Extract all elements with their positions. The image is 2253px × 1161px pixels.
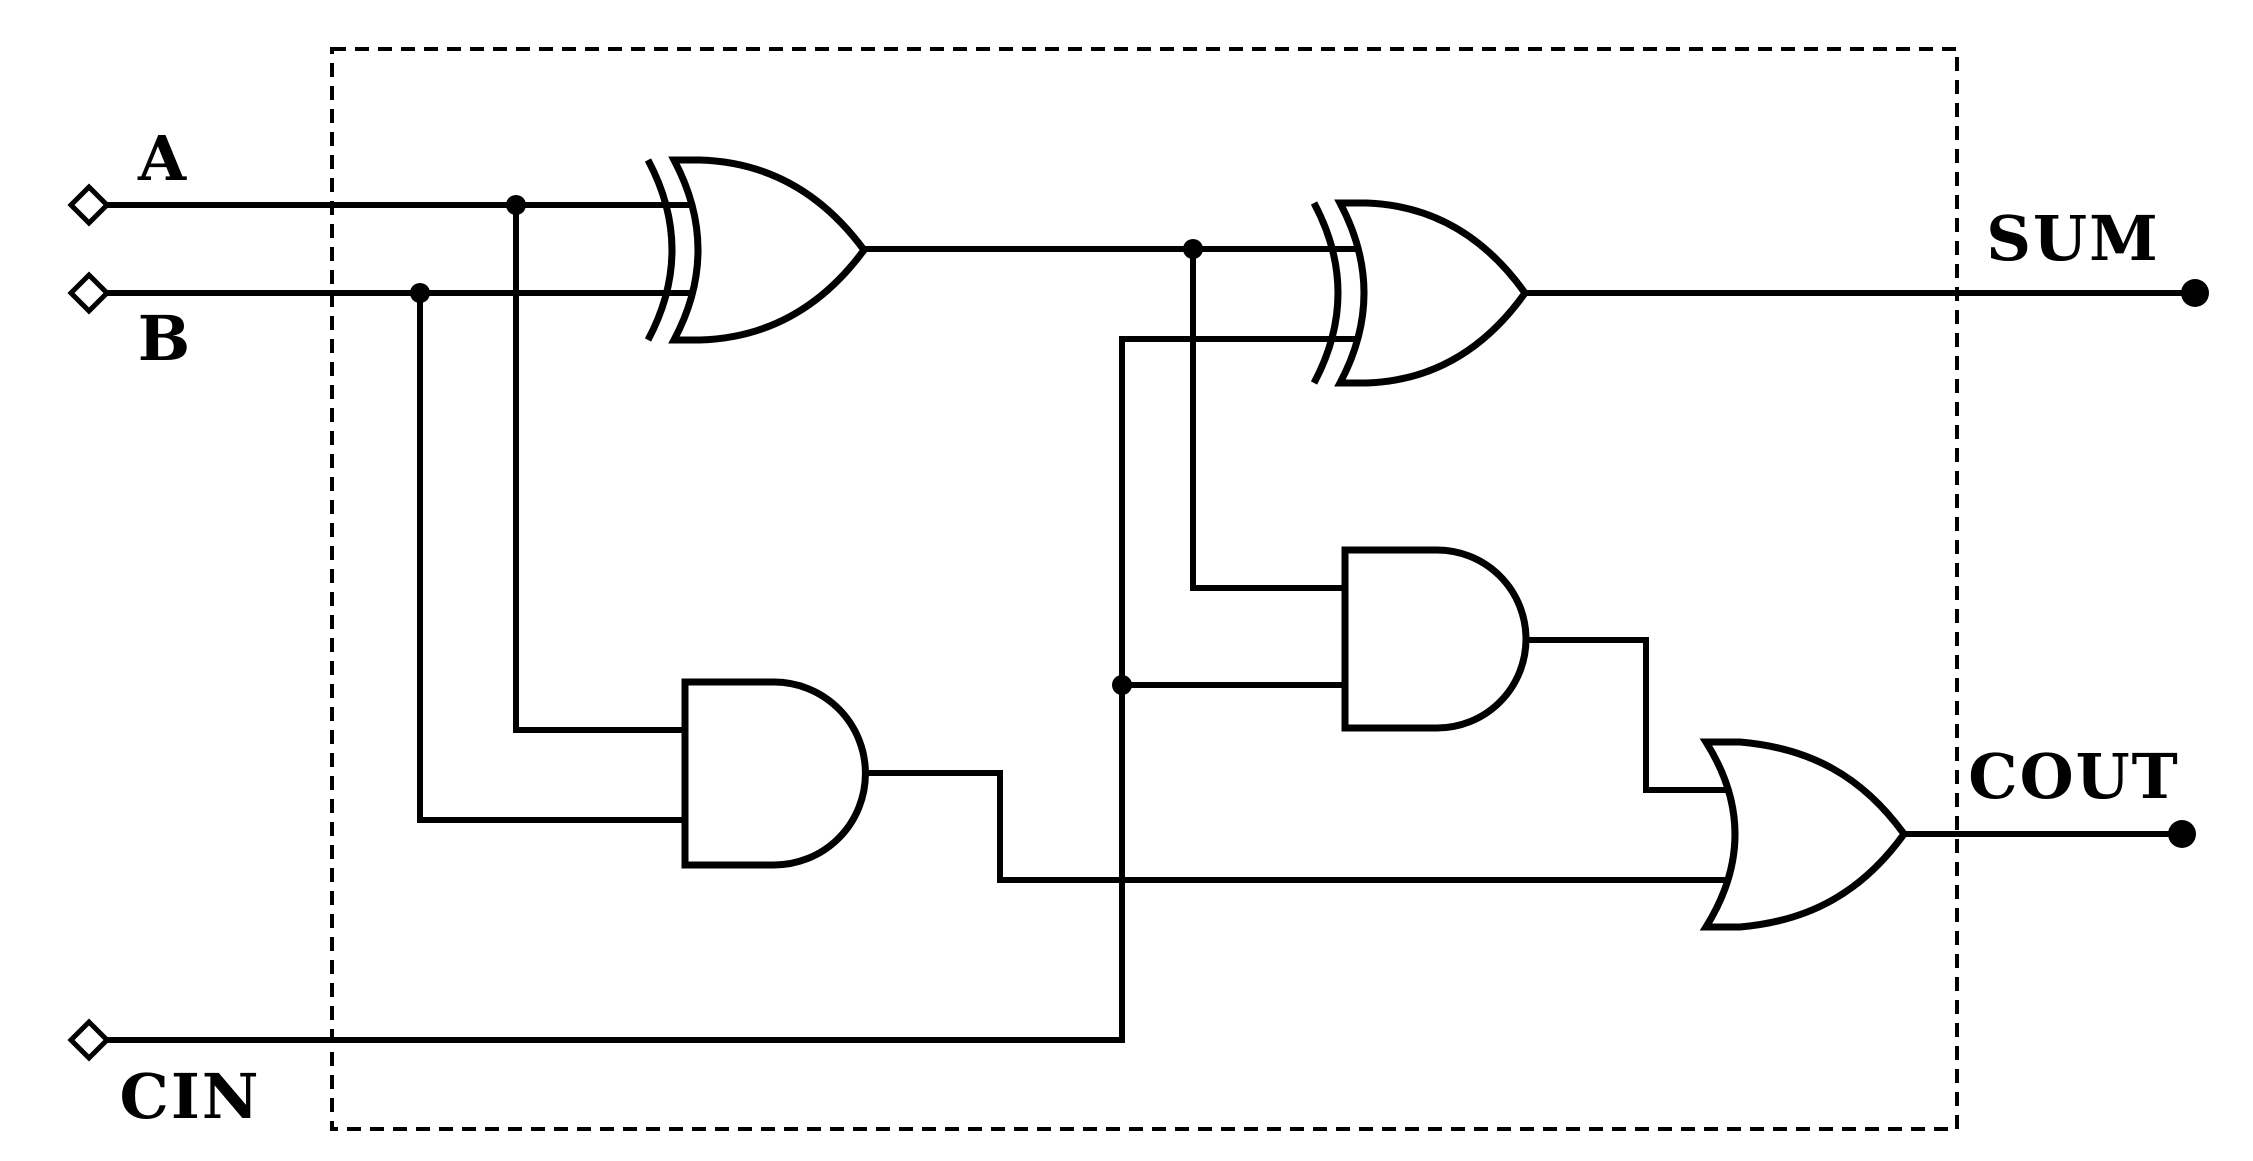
label-output-cout: COUT [1968, 740, 2180, 813]
output-terminals [2168, 279, 2209, 848]
output-terminal-sum-dot [2181, 279, 2209, 307]
wire-xor1-branch-to-and2 [1190, 246, 1353, 591]
wire-b-branch-to-and1 [417, 290, 693, 823]
and-gate-2 [1341, 546, 1530, 732]
xor1-extra-input-arc [644, 158, 676, 342]
input-terminal-a-diamond [67, 183, 111, 227]
input-terminal-cin-diamond [67, 1018, 111, 1062]
and-gate-1 [681, 678, 869, 869]
xor2-extra-input-arc [1310, 201, 1342, 385]
junction-dots [410, 195, 1203, 695]
junction-dot-b [410, 283, 430, 303]
label-output-sum: SUM [1986, 202, 2159, 275]
junction-dot-xor1-out [1183, 239, 1203, 259]
xor-gate-2 [1310, 199, 1530, 387]
junction-dot-cin [1112, 675, 1132, 695]
xor-gate-1 [644, 156, 869, 344]
input-terminal-b-diamond [67, 271, 111, 315]
junction-dot-a [506, 195, 526, 215]
wire-a-branch-to-and1 [513, 202, 693, 733]
label-input-cin: CIN [119, 1060, 260, 1133]
wire-and2-to-or [1523, 637, 1743, 793]
wires [104, 202, 2189, 1043]
label-input-b: B [138, 302, 192, 375]
module-boundary-dashed-box [330, 47, 1959, 1131]
or-gate [1699, 738, 1909, 931]
input-terminals [67, 183, 111, 1062]
label-input-a: A [137, 122, 188, 195]
output-terminal-cout-dot [2168, 820, 2196, 848]
wire-and1-to-or [862, 770, 1743, 883]
